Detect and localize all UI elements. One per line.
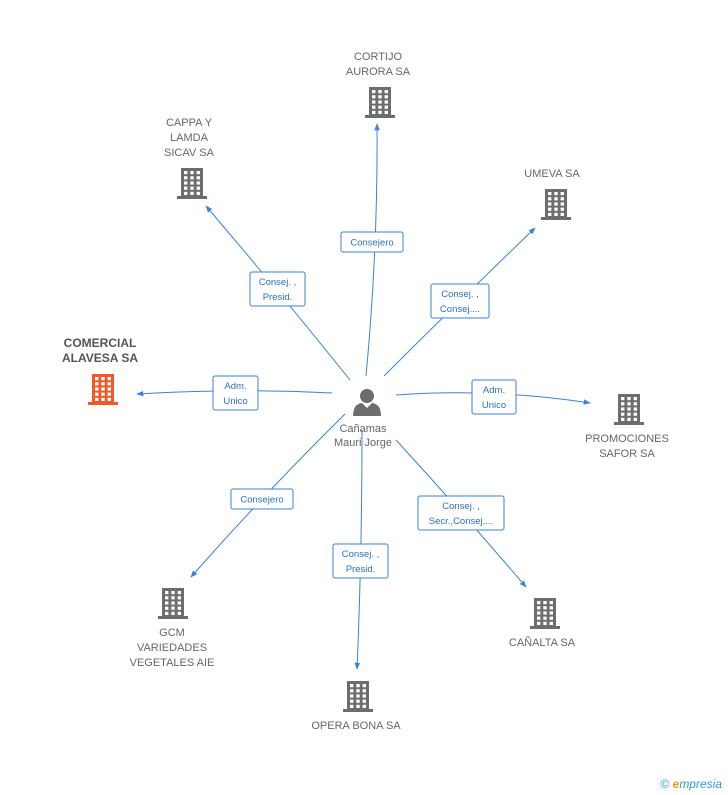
edge-label-text: Consejero xyxy=(240,495,283,506)
edge-label-box xyxy=(249,271,306,307)
edge-canalta: Consej. , Secr.,Consej.... xyxy=(395,439,527,588)
edge-label-promociones[interactable]: Adm. Unico xyxy=(471,379,517,415)
edge-label-text: Consej.... xyxy=(440,304,480,315)
company-label: PROMOCIONES xyxy=(585,433,669,445)
company-label: SAFOR SA xyxy=(599,448,655,460)
empresia-watermark[interactable]: © empresia xyxy=(660,777,722,791)
brand-e: e xyxy=(672,777,680,791)
building-icon xyxy=(177,168,207,199)
company-label: OPERA BONA SA xyxy=(311,720,401,732)
person-icon xyxy=(353,389,381,416)
edge-umeva: Consej. , Consej.... xyxy=(383,227,536,377)
edge-label-opera[interactable]: Consej. , Presid. xyxy=(332,543,389,579)
company-node-promociones[interactable]: PROMOCIONES SAFOR SA xyxy=(585,394,669,460)
edge-label-text: Presid. xyxy=(263,292,293,303)
person-label: Cañamas xyxy=(339,423,387,435)
edge-cappa: Consej. , Presid. xyxy=(205,205,351,381)
building-icon xyxy=(530,598,560,629)
company-label: CAPPA Y xyxy=(166,117,213,129)
edge-label-text: Consej. , xyxy=(259,277,297,288)
edge-opera: Consej. , Presid. xyxy=(332,429,389,670)
company-node-opera[interactable]: OPERA BONA SA xyxy=(311,681,401,732)
edge-label-text: Adm. xyxy=(483,385,505,396)
company-label: AURORA SA xyxy=(346,66,411,78)
company-label: UMEVA SA xyxy=(524,168,580,180)
edge-label-box xyxy=(332,543,389,579)
edge-label-box xyxy=(430,283,490,319)
edge-label-box xyxy=(230,488,294,510)
edge-cortijo: Consejero xyxy=(340,123,404,377)
edge-label-gcm[interactable]: Consejero xyxy=(230,488,294,510)
edge-label-cappa[interactable]: Consej. , Presid. xyxy=(249,271,306,307)
company-label: VARIEDADES xyxy=(137,642,207,654)
edge-label-text: Presid. xyxy=(346,564,376,575)
company-node-cortijo[interactable]: CORTIJO AURORA SA xyxy=(346,51,411,118)
edge-label-canalta[interactable]: Consej. , Secr.,Consej.... xyxy=(417,495,505,531)
edge-label-text: Consej. , xyxy=(342,549,380,560)
brand-rest: mpresia xyxy=(679,777,722,791)
building-icon xyxy=(365,87,395,118)
building-icon xyxy=(88,374,118,405)
building-icon xyxy=(343,681,373,712)
edge-label-cortijo[interactable]: Consejero xyxy=(340,231,404,253)
person-label: Mauri Jorge xyxy=(334,437,392,449)
company-label: SICAV SA xyxy=(164,147,215,159)
edge-comercial: Adm. Unico xyxy=(136,375,333,411)
company-label: CAÑALTA SA xyxy=(509,636,576,649)
edge-label-comercial[interactable]: Adm. Unico xyxy=(212,375,259,411)
company-label: COMERCIAL xyxy=(64,336,137,350)
edge-label-text: Consej. , xyxy=(442,501,480,512)
edge-label-box xyxy=(417,495,505,531)
nodes-layer: CORTIJO AURORA SA CAPPA Y LAMDA SICAV SA UMEV… xyxy=(62,51,669,732)
edge-label-text: Unico xyxy=(482,400,506,411)
edge-gcm: Consejero xyxy=(190,413,346,578)
company-label: LAMDA xyxy=(170,132,209,144)
building-icon xyxy=(158,588,188,619)
edge-label-text: Consejero xyxy=(350,238,393,249)
edge-label-box xyxy=(340,231,404,253)
company-label: ALAVESA SA xyxy=(62,351,138,365)
building-icon xyxy=(614,394,644,425)
company-node-gcm[interactable]: GCM VARIEDADES VEGETALES AIE xyxy=(130,588,215,669)
building-icon xyxy=(541,189,571,220)
edge-label-text: Secr.,Consej.... xyxy=(429,516,493,527)
edge-label-text: Unico xyxy=(223,396,247,407)
company-label: VEGETALES AIE xyxy=(130,657,215,669)
company-node-umeva[interactable]: UMEVA SA xyxy=(524,168,580,220)
company-label: GCM xyxy=(159,627,185,639)
company-label: CORTIJO xyxy=(354,51,403,63)
company-node-canalta[interactable]: CAÑALTA SA xyxy=(509,598,576,649)
edge-label-text: Adm. xyxy=(224,381,246,392)
edge-label-box xyxy=(471,379,517,415)
copyright-icon: © xyxy=(660,777,670,791)
company-node-cappa[interactable]: CAPPA Y LAMDA SICAV SA xyxy=(164,117,215,199)
edge-label-text: Consej. , xyxy=(441,289,479,300)
edge-promociones: Adm. Unico xyxy=(395,379,591,415)
edge-label-box xyxy=(212,375,259,411)
edge-label-umeva[interactable]: Consej. , Consej.... xyxy=(430,283,490,319)
